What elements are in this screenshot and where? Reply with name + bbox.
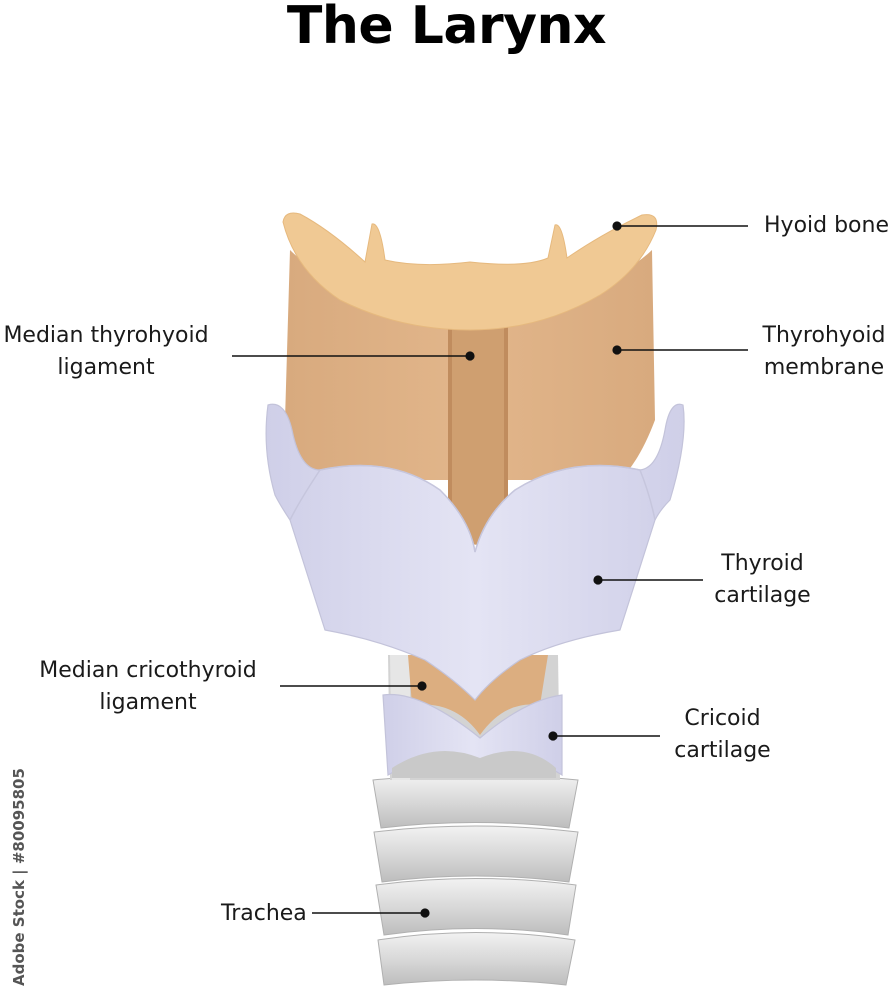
- diagram-title: The Larynx: [286, 0, 607, 56]
- leader-lines: [232, 221, 748, 918]
- cricoid-dot: [548, 731, 558, 741]
- label-thyroid-cartilage: Thyroid cartilage: [714, 551, 811, 608]
- label-median-cricothyroid-ligament: Median cricothyroid ligament: [39, 658, 257, 715]
- label-cricoid-cartilage: Cricoid cartilage: [674, 706, 771, 763]
- trachea-ring-3: [375, 878, 577, 936]
- watermark-text: Adobe Stock | #80095805: [10, 768, 29, 986]
- thyrohyoid-dot: [612, 345, 622, 355]
- median-thyrohyoid-ligament: [448, 318, 508, 545]
- hyoid-dot: [612, 221, 622, 231]
- trachea-rings: [372, 774, 579, 986]
- hyoid-bone: [282, 212, 658, 331]
- thyroid-dot: [593, 575, 603, 585]
- median-thyrohyoid-dot: [465, 351, 475, 361]
- trachea-ring-4: [377, 932, 576, 986]
- stock-watermark: Adobe Stock | #80095805: [4, 768, 32, 988]
- median-cricothyroid-dot: [417, 681, 427, 691]
- label-trachea: Trachea: [221, 901, 307, 926]
- trachea-ring-2: [373, 825, 579, 883]
- trachea-ring-1: [372, 774, 579, 829]
- label-median-thyrohyoid-ligament: Median thyrohyoid ligament: [3, 323, 209, 380]
- label-hyoid-bone: Hyoid bone: [764, 213, 889, 238]
- trachea-dot: [420, 908, 430, 918]
- label-thyrohyoid-membrane: Thyrohyoid membrane: [762, 323, 886, 380]
